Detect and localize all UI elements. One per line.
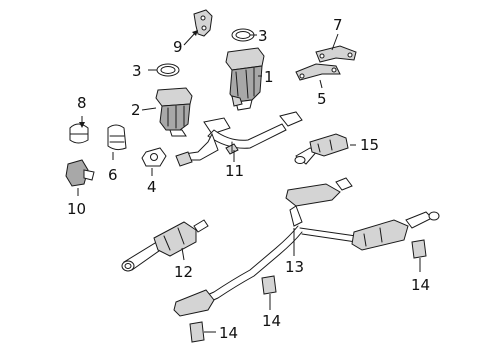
part-4-flange-gasket	[141, 147, 167, 167]
part-1-catalytic-converter	[225, 47, 265, 111]
callout-7: 7	[333, 16, 343, 34]
part-15-resonator	[294, 133, 349, 165]
part-3-gasket-left	[156, 63, 180, 77]
part-2-catalytic-converter	[155, 87, 193, 137]
part-7-heat-shield	[315, 45, 357, 63]
callout-3-left: 3	[132, 62, 142, 80]
part-12-muffler	[121, 219, 209, 272]
callout-2: 2	[131, 101, 141, 119]
leader-lines	[77, 30, 421, 333]
callout-14-middle: 14	[262, 312, 281, 330]
callout-1: 1	[264, 68, 274, 86]
part-6-clamp	[107, 124, 127, 151]
part-8-clamp	[69, 123, 89, 144]
callout-12: 12	[174, 263, 193, 281]
callout-labels: 1 2 3 3 4 5 6 7 8 9 10 11 12 13 14 14 14…	[67, 16, 430, 342]
part-9-bracket	[193, 9, 213, 37]
part-14-insulator-bottom	[189, 321, 205, 343]
callout-4: 4	[147, 178, 157, 196]
callout-5: 5	[317, 90, 327, 108]
part-5-heat-shield	[295, 63, 341, 81]
part-3-gasket-left-inner	[160, 66, 176, 74]
part-14-insulator-right	[411, 239, 427, 259]
callout-14-right: 14	[411, 276, 430, 294]
callout-11: 11	[225, 162, 244, 180]
callout-15: 15	[360, 136, 379, 154]
part-13-rear-exhaust	[173, 177, 440, 317]
part-10-hanger	[65, 159, 95, 187]
callout-8: 8	[77, 94, 87, 112]
callout-13: 13	[285, 258, 304, 276]
callout-10: 10	[67, 200, 86, 218]
callout-3-upper: 3	[258, 27, 268, 45]
callout-14-bottom: 14	[219, 324, 238, 342]
callout-9: 9	[173, 38, 183, 56]
part-14-insulator-middle	[261, 275, 277, 295]
part-11-y-pipe	[175, 111, 303, 167]
callout-6: 6	[108, 166, 118, 184]
